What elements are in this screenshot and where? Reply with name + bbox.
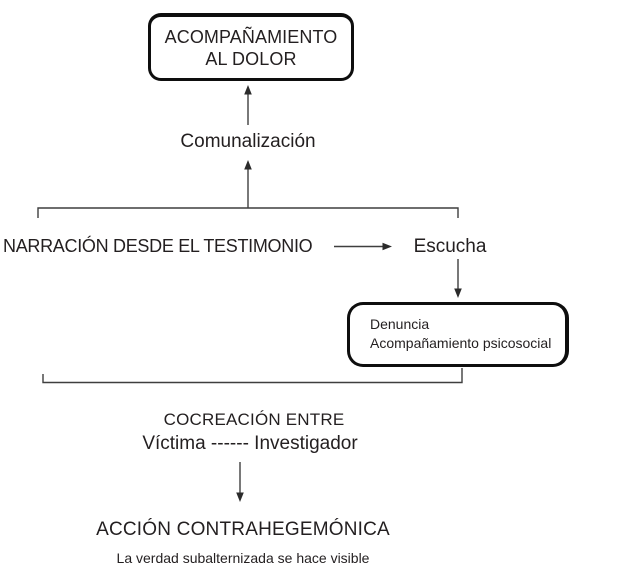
denuncia-box: Denuncia Acompañamiento psicosocial bbox=[347, 302, 569, 367]
acompanamiento-box-line1: ACOMPAÑAMIENTO bbox=[164, 26, 338, 47]
denuncia-box-line2: Acompañamiento psicosocial bbox=[370, 335, 552, 351]
cocreacion-label: COCREACIÓN ENTRE bbox=[163, 410, 345, 429]
comunalizacion-label: Comunalización bbox=[180, 131, 316, 152]
top-bracket bbox=[37, 207, 459, 218]
bottom-bracket bbox=[42, 368, 463, 384]
narracion-label: NARRACIÓN DESDE EL TESTIMONIO bbox=[3, 236, 313, 256]
arrow-down-to-denuncia-icon bbox=[454, 259, 462, 298]
arrow-up-to-acompanamiento-icon bbox=[244, 85, 252, 125]
acompanamiento-box-line2: AL DOLOR bbox=[205, 48, 297, 69]
accion-label: ACCIÓN CONTRAHEGEMÓNICA bbox=[96, 519, 390, 540]
arrow-up-to-comunalizacion-icon bbox=[244, 160, 252, 208]
arrow-right-to-escucha-icon bbox=[334, 242, 392, 251]
victima-investigador-label: Víctima ------ Investigador bbox=[142, 433, 358, 454]
acompanamiento-box: ACOMPAÑAMIENTO AL DOLOR bbox=[148, 13, 354, 81]
subtitle-label: La verdad subalternizada se hace visible bbox=[116, 550, 370, 566]
escucha-label: Escucha bbox=[413, 236, 487, 257]
arrow-down-to-accion-icon bbox=[236, 462, 244, 502]
denuncia-box-line1: Denuncia bbox=[370, 316, 430, 332]
